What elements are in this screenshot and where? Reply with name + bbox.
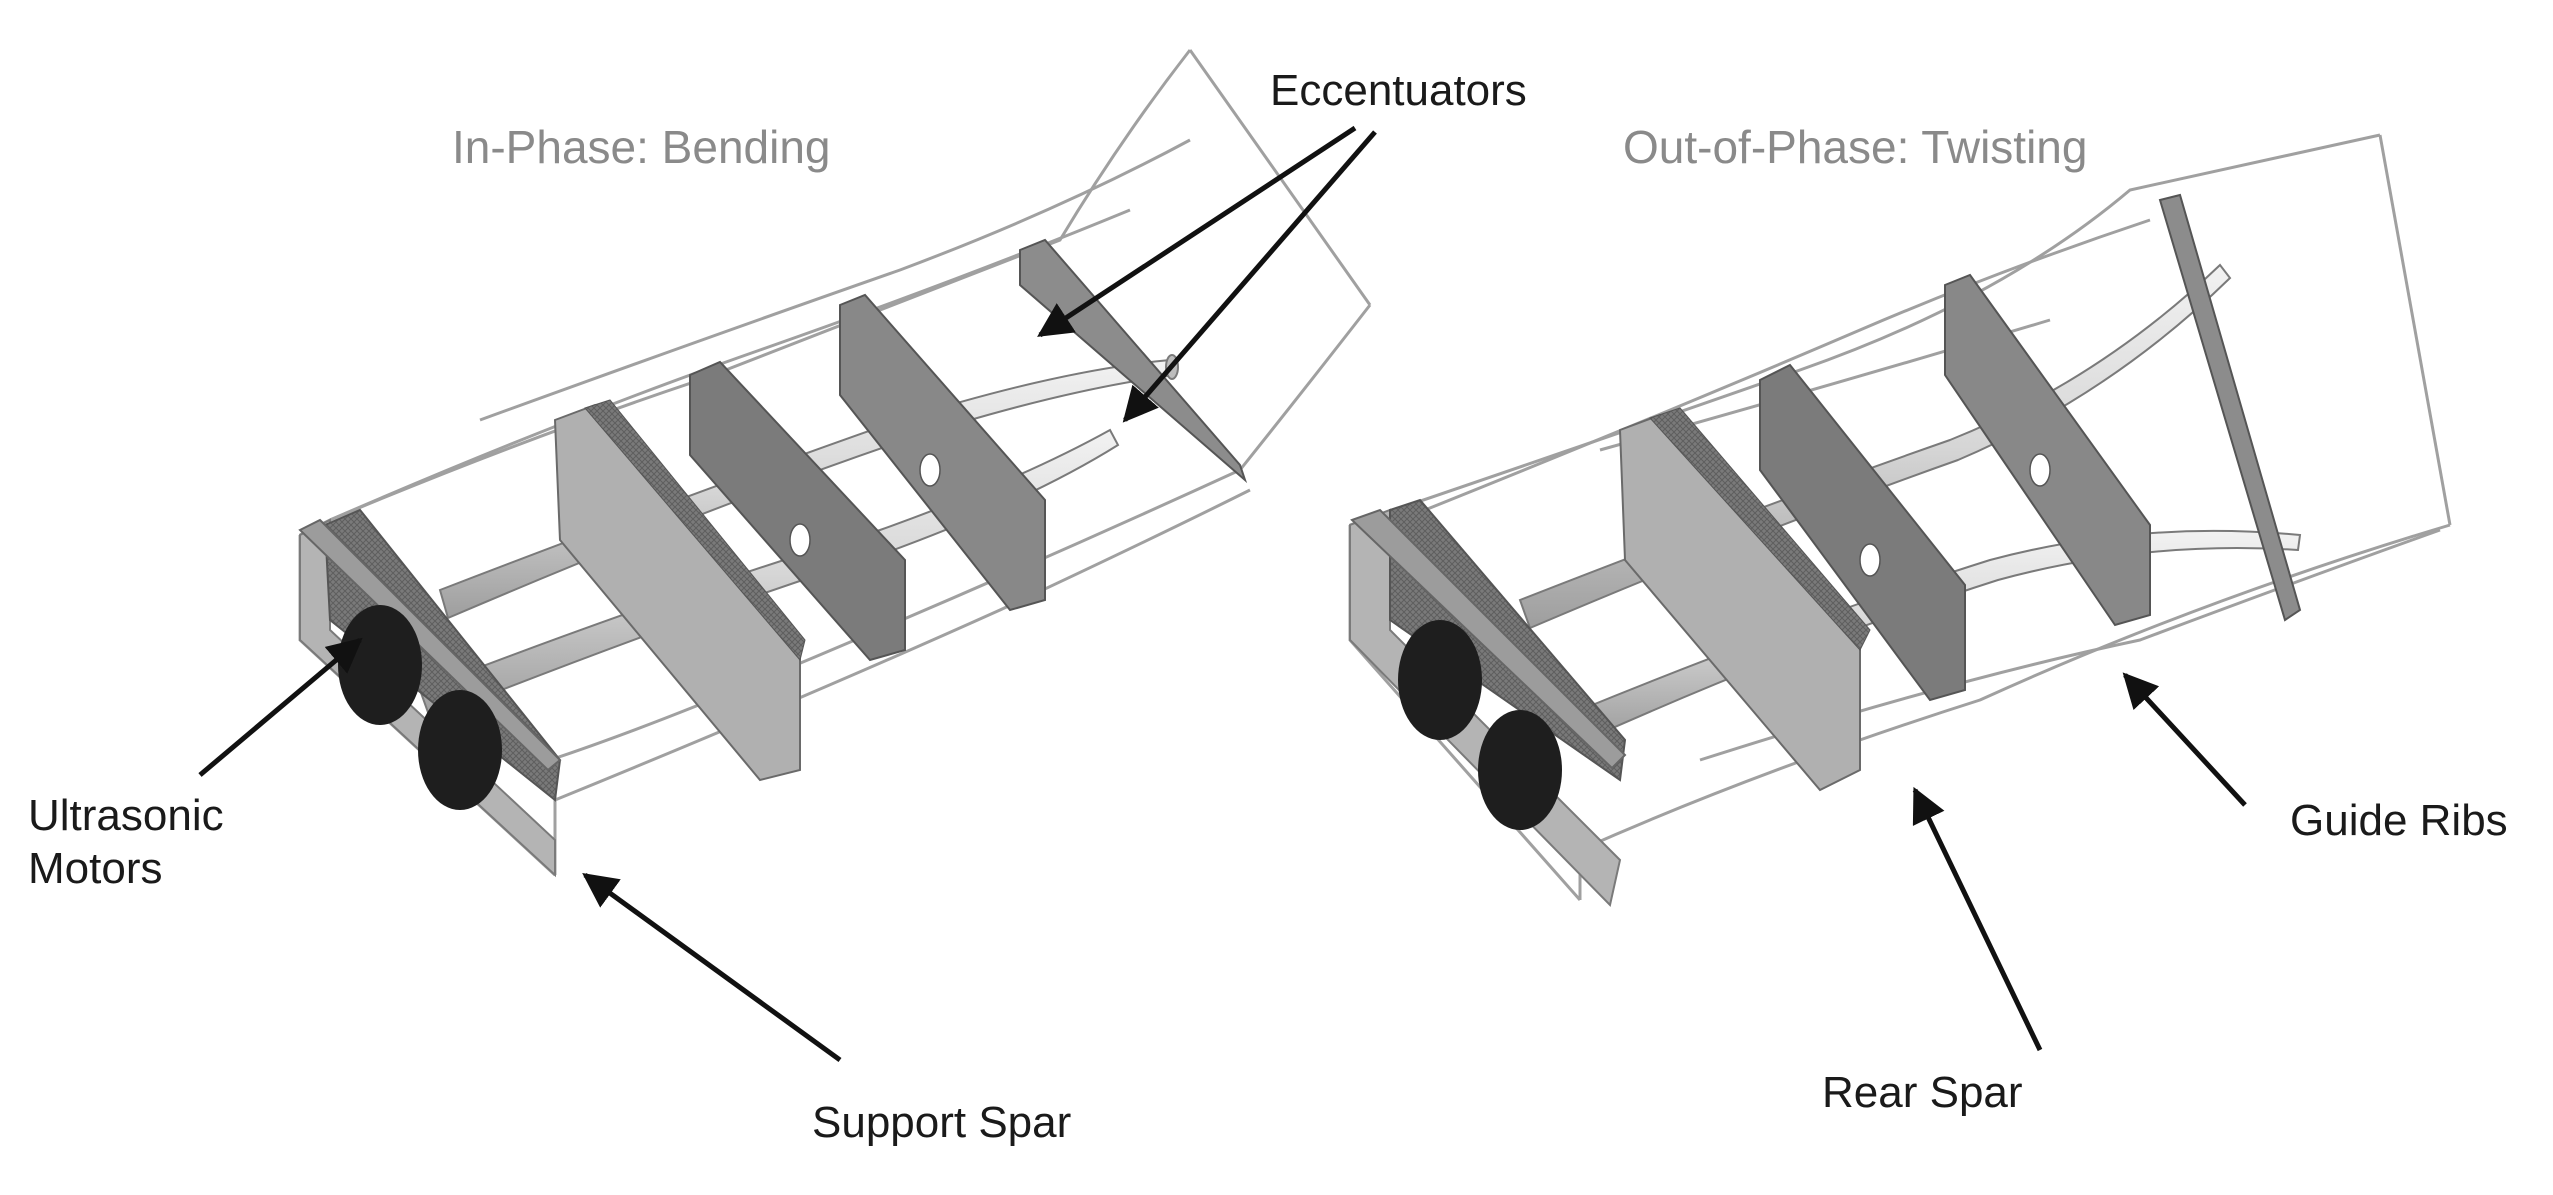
bending-wing-model [298,49,1372,878]
arrow-support-spar [582,872,842,1063]
guide-ribs-label: Guide Ribs [2290,796,2508,845]
arrow-eccentuators-2 [1122,130,1377,423]
arrow-ultrasonic-motors [198,637,363,777]
bending-ribs [553,238,1248,782]
rear-spar-label: Rear Spar [1822,1068,2023,1117]
ultrasonic-motors-label: Ultrasonic Motors [28,790,224,896]
arrow-rear-spar [1912,786,2043,1052]
annotation-arrows [198,125,2247,1063]
twisting-panel-title: Out-of-Phase: Twisting [1623,121,2088,173]
eccentuators-label: Eccentuators [1270,66,1527,115]
arrow-eccentuators-1 [1037,125,1357,338]
twisting-support-spar [1349,498,1627,908]
ultrasonic-motors-label-line2: Motors [28,843,163,893]
support-spar-label: Support Spar [812,1098,1072,1147]
twisting-wing-model [1348,133,2452,908]
bending-panel-title: In-Phase: Bending [452,121,831,173]
twisting-ribs [1618,193,2302,792]
ultrasonic-motors-label-line1: Ultrasonic [28,791,224,840]
arrow-guide-ribs [2122,672,2247,807]
